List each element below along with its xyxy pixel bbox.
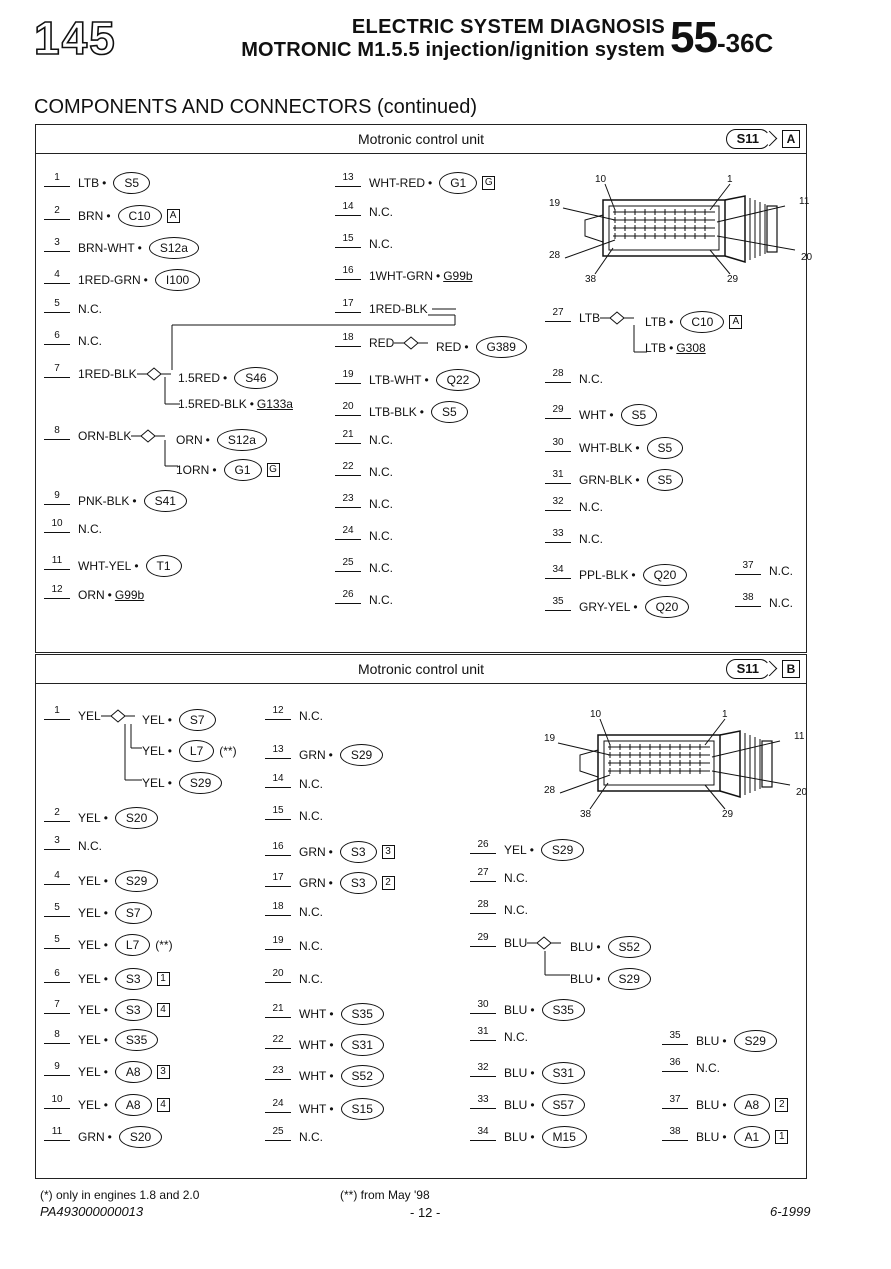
connector-pin-label: 1 bbox=[722, 709, 728, 720]
connector-pin-label: 20 bbox=[801, 252, 813, 263]
issue-date: 6-1999 bbox=[770, 1204, 811, 1219]
connector-pin-label: 10 bbox=[590, 709, 602, 720]
panel-a-tag: S11 A bbox=[725, 129, 800, 149]
connector-pin-label: 29 bbox=[727, 274, 739, 285]
connector-pin-label: 19 bbox=[549, 198, 561, 209]
connector-pin-label: 38 bbox=[585, 274, 597, 285]
connector-letter: A bbox=[782, 130, 800, 148]
panel-b-tag: S11 B bbox=[725, 659, 800, 679]
connector-pin-label: 28 bbox=[549, 250, 561, 261]
section-heading: COMPONENTS AND CONNECTORS (continued) bbox=[34, 96, 478, 118]
connector-diagram-a: 10 1 19 11 28 20 38 29 bbox=[549, 174, 813, 285]
panel-a-body bbox=[35, 153, 807, 653]
connector-pin-label: 11 bbox=[794, 731, 805, 742]
connector-tag: S11 bbox=[725, 659, 770, 679]
panel-b-title: Motronic control unit bbox=[357, 661, 485, 677]
connector-pin-label: 29 bbox=[722, 809, 734, 820]
footnote-2: (**) from May '98 bbox=[340, 1188, 430, 1202]
panel-b-body bbox=[35, 683, 807, 1179]
connector-pin-label: 19 bbox=[544, 733, 556, 744]
connector-pin-label: 10 bbox=[595, 174, 607, 185]
footnote-1: (*) only in engines 1.8 and 2.0 bbox=[40, 1188, 200, 1202]
connector-diagram-b: 10 1 19 11 28 20 38 29 bbox=[544, 709, 808, 820]
page-title-line2: MOTRONIC M1.5.5 injection/ignition syste… bbox=[241, 39, 665, 61]
connector-pin-label: 20 bbox=[796, 787, 808, 798]
connector-letter: B bbox=[782, 660, 800, 678]
panel-a-title: Motronic control unit bbox=[357, 131, 485, 147]
svg-text:145: 145 bbox=[34, 14, 117, 60]
connector-pin-label: 28 bbox=[544, 785, 556, 796]
document-code: PA493000000013 bbox=[40, 1204, 144, 1219]
section-number: 55-36C bbox=[670, 13, 774, 62]
connector-pin-label: 1 bbox=[727, 174, 733, 185]
page-number: - 12 - bbox=[410, 1205, 441, 1220]
page-title-line1: ELECTRIC SYSTEM DIAGNOSIS bbox=[351, 16, 665, 38]
model-logo: 145 bbox=[33, 14, 117, 60]
connector-pin-label: 11 bbox=[799, 196, 810, 207]
connector-tag: S11 bbox=[725, 129, 770, 149]
connector-pin-label: 38 bbox=[580, 809, 592, 820]
